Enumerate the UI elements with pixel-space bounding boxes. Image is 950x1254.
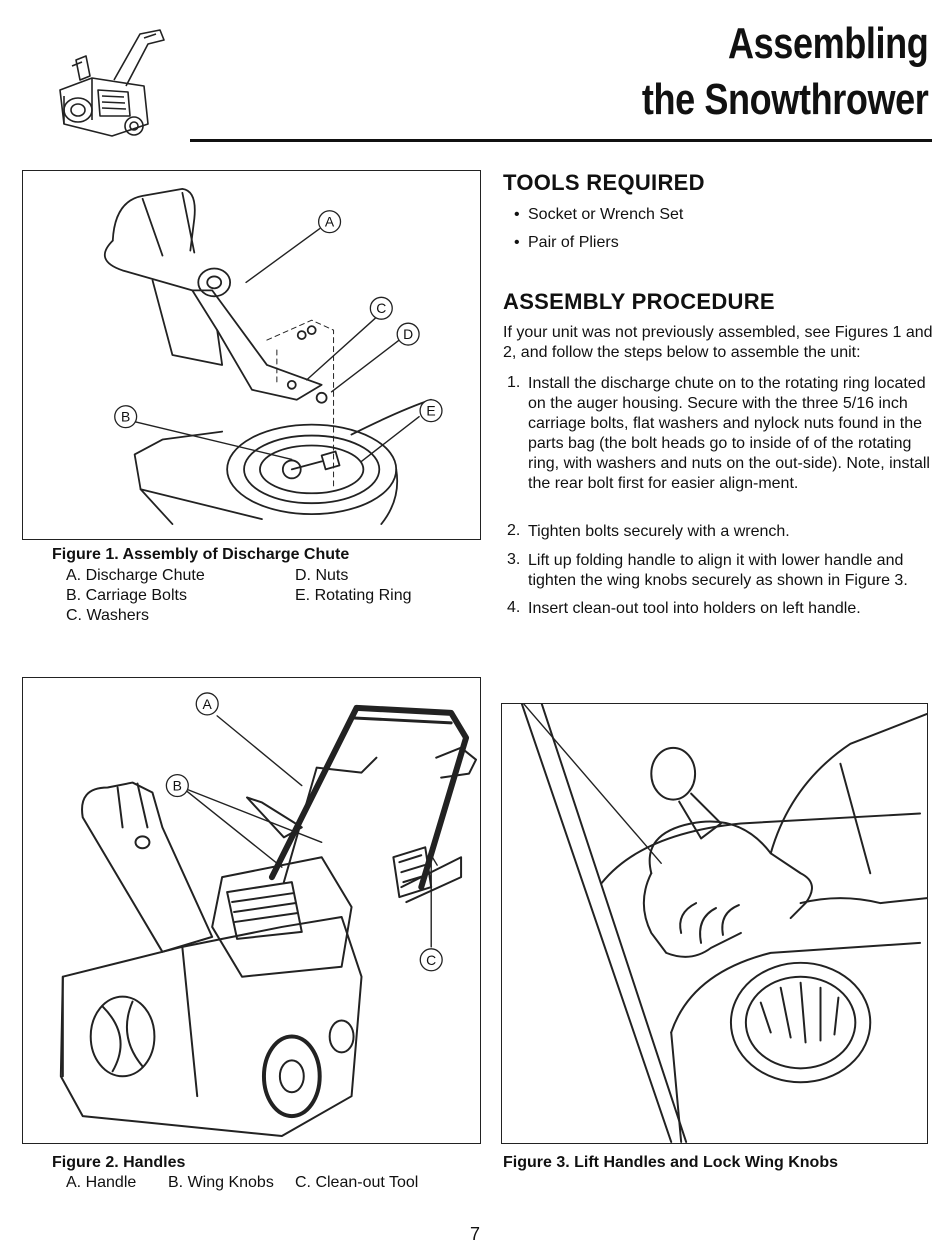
tools-list-item: Socket or Wrench Set — [514, 206, 683, 224]
figure-1-caption-item: C. Washers — [66, 607, 149, 624]
callout-c — [369, 296, 393, 320]
step-text: Install the discharge chute on to the ro… — [528, 375, 930, 492]
figure-3-caption-title: Figure 3. Lift Handles and Lock Wing Kno… — [503, 1154, 838, 1171]
callout-label-e: E — [426, 403, 435, 419]
page-title-line-2: the Snowthrower — [641, 75, 928, 124]
callout-c — [419, 948, 443, 972]
step-number: 1. — [507, 374, 521, 391]
figure-2-caption-item: C. Clean-out Tool — [295, 1174, 419, 1191]
step-text: Lift up folding handle to align it with … — [528, 552, 908, 589]
callout-a — [195, 692, 219, 716]
callout-label-c: C — [426, 952, 436, 968]
tools-heading: TOOLS REQUIRED — [503, 170, 705, 195]
callout-a — [317, 210, 342, 234]
figure-1-caption-item: E. Rotating Ring — [295, 587, 412, 604]
step-number: 3. — [507, 551, 521, 568]
figure-1-caption-title: Figure 1. Assembly of Discharge Chute — [52, 546, 350, 563]
figure-2-caption-title: Figure 2. Handles — [52, 1154, 186, 1171]
header-rule — [190, 139, 932, 142]
callout-d — [396, 322, 420, 346]
callout-label-d: D — [403, 326, 413, 342]
step-number: 2. — [507, 522, 521, 539]
snowthrower-icon — [52, 20, 170, 142]
figure-2-caption-item: B. Wing Knobs — [168, 1174, 274, 1191]
callout-label-c: C — [376, 300, 386, 316]
figure-1-caption-item: B. Carriage Bolts — [66, 587, 187, 604]
figure-2-caption-item: A. Handle — [66, 1174, 137, 1191]
figure-1-caption-item: D. Nuts — [295, 567, 349, 584]
step-number: 4. — [507, 599, 521, 616]
page-number: 7 — [469, 1224, 480, 1244]
callout-label-b: B — [121, 409, 130, 425]
callout-label-b: B — [173, 778, 182, 794]
figure-3-illustration — [501, 703, 928, 1144]
figure-1-caption-item: A. Discharge Chute — [66, 567, 205, 584]
callout-b — [165, 773, 189, 798]
page-title-line-1: Assembling — [727, 19, 929, 68]
assembly-intro: If your unit was not previously assemble… — [503, 324, 933, 361]
assembly-heading: ASSEMBLY PROCEDURE — [503, 289, 775, 314]
figure-2-illustration: A B C — [22, 677, 481, 1144]
step-text: Insert clean-out tool into holders on le… — [528, 600, 861, 617]
callout-b — [114, 405, 138, 429]
callout-label-a: A — [325, 214, 335, 230]
callout-e — [419, 399, 443, 423]
tools-list-item: Pair of Pliers — [514, 234, 619, 252]
callout-label-a: A — [203, 696, 213, 712]
figure-1-illustration: A C D B E — [22, 170, 481, 540]
step-text: Tighten bolts securely with a wrench. — [528, 523, 790, 540]
